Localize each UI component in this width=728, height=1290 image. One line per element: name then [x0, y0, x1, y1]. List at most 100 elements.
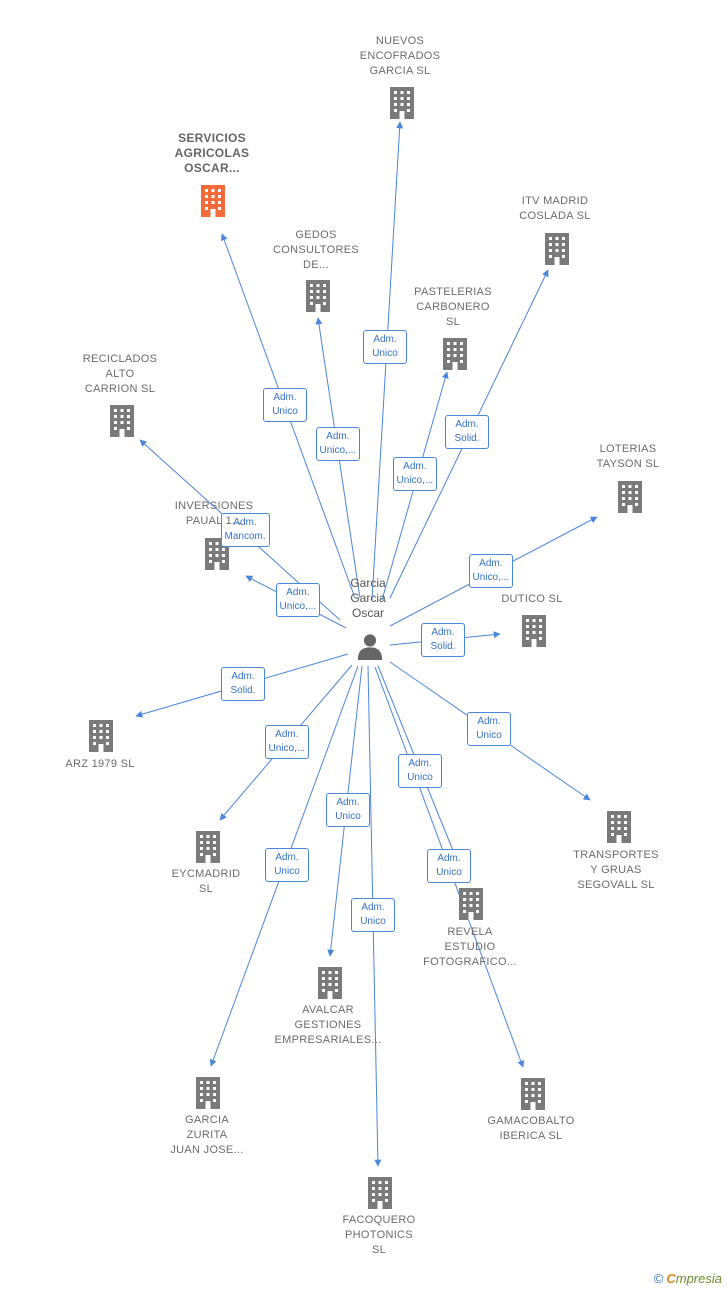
- company-label-nuevos-line: ENCOFRADOS: [359, 49, 441, 62]
- edge-label-line: Adm.: [273, 392, 297, 403]
- building-icon[interactable]: [618, 481, 642, 513]
- building-icon[interactable]: [390, 87, 414, 119]
- company-label-reciclados-line: ALTO: [105, 367, 135, 380]
- edge-label-servicios[interactable]: Adm. Unico: [263, 388, 307, 422]
- company-label-facoquero-line: FACOQUERO: [342, 1213, 416, 1226]
- company-label-arz-line: ARZ 1979 SL: [65, 757, 135, 770]
- company-label-gamacobalto-line: GAMACOBALTO: [487, 1115, 575, 1127]
- edge-label-gamacobalto[interactable]: Adm. Unico: [427, 849, 471, 883]
- edge-label-line: Adm.: [326, 431, 350, 442]
- building-icon[interactable]: [306, 280, 330, 312]
- company-label-avalcar-line: AVALCAR: [302, 1003, 354, 1016]
- company-label-transportes-line: SEGOVALL SL: [577, 878, 655, 891]
- center-person-label-line: Oscar: [351, 605, 384, 620]
- building-icon[interactable]: [521, 1078, 545, 1110]
- building-icon[interactable]: [201, 185, 225, 217]
- edge-label-line: Adm.: [477, 716, 501, 727]
- company-label-loterias-line: TAYSON SL: [596, 458, 660, 470]
- building-icon[interactable]: [110, 405, 134, 437]
- edge-label-dutico[interactable]: Adm.Solid.: [421, 623, 465, 657]
- company-label-dutico-line: DUTICO SL: [501, 592, 563, 605]
- building-icon[interactable]: [459, 888, 483, 920]
- copyright-icon: ©: [653, 1271, 664, 1286]
- building-icon[interactable]: [318, 967, 342, 999]
- edge-label-line: Unico,...: [396, 475, 434, 486]
- edge-label-line: Adm.: [233, 517, 257, 528]
- company-label-facoquero-line: SL: [371, 1243, 387, 1256]
- edge-label-arz[interactable]: Adm.Solid.: [221, 667, 265, 701]
- edge-label-line: Unico: [436, 867, 462, 878]
- edge-label-line: Adm.: [286, 587, 310, 598]
- company-label-servicios-line: OSCAR...: [184, 160, 240, 175]
- company-label-reciclados-line: RECICLADOS: [82, 352, 158, 365]
- edge-label-line: Adm.: [437, 853, 461, 864]
- company-label-inversiones-line: PAUAL 1...: [185, 515, 243, 527]
- building-icon[interactable]: [368, 1177, 392, 1209]
- edge-label-garcia_zurita[interactable]: Adm. Unico: [265, 848, 309, 882]
- edge-label-line: Adm.: [275, 852, 299, 863]
- edge-label-line: Solid.: [454, 433, 480, 444]
- building-icon[interactable]: [89, 720, 113, 752]
- brand-initial: C: [666, 1271, 676, 1286]
- building-icon[interactable]: [522, 615, 546, 647]
- brand-name: mpresia: [675, 1271, 722, 1286]
- company-label-facoquero: FACOQUERO PHOTONICS SL: [309, 1213, 449, 1258]
- edge-label-avalcar[interactable]: Adm.Unico: [326, 793, 370, 827]
- edge-label-line: Adm.: [361, 902, 385, 913]
- edge-label-nuevos[interactable]: Adm.Unico: [363, 330, 407, 364]
- edge-label-eycmadrid[interactable]: Adm.Unico,...: [264, 725, 310, 759]
- company-label-dutico: DUTICO SL: [462, 592, 602, 607]
- center-person-label-line: Garcia: [350, 575, 386, 590]
- edge-label-line: Unico: [360, 916, 386, 927]
- company-label-transportes: TRANSPORTES Y GRUAS SEGOVALL SL: [546, 848, 686, 893]
- edge-label-pastelerias[interactable]: Adm.Unico,...: [392, 457, 438, 491]
- company-label-loterias-line: LOTERIAS: [599, 443, 657, 455]
- building-icon[interactable]: [196, 831, 220, 863]
- company-label-facoquero-line: PHOTONICS: [345, 1228, 413, 1241]
- edge-label-gedos[interactable]: Adm. Unico,...: [315, 427, 361, 461]
- edge-label-reciclados[interactable]: Adm.Mancom.: [220, 513, 270, 547]
- company-label-reciclados-line: CARRION SL: [84, 382, 156, 395]
- company-label-gedos-line: CONSULTORES: [272, 243, 360, 256]
- company-label-transportes-line: Y GRUAS: [590, 863, 642, 876]
- edge-label-inversiones[interactable]: Adm.Unico,...: [275, 583, 321, 617]
- company-label-revela-line: REVELA: [447, 925, 493, 938]
- edge-label-line: Unico: [272, 406, 298, 417]
- edge-label-loterias[interactable]: Adm.Unico,...: [468, 554, 514, 588]
- edge-label-line: Adm.: [231, 671, 255, 682]
- company-label-transportes-line: TRANSPORTES: [573, 848, 659, 861]
- edge-label-facoquero[interactable]: Adm. Unico: [351, 898, 395, 932]
- edge-label-line: Adm.: [455, 419, 479, 430]
- edge-label-itv[interactable]: Adm. Solid.: [445, 415, 489, 449]
- company-label-itv-line: ITV MADRID: [521, 195, 589, 207]
- company-label-nuevos-line: GARCIA SL: [369, 64, 431, 77]
- company-label-itv: ITV MADRID COSLADA SL: [485, 194, 625, 224]
- building-icon[interactable]: [545, 233, 569, 265]
- company-label-pastelerias-line: CARBONERO: [416, 300, 490, 313]
- building-icon[interactable]: [196, 1077, 220, 1109]
- company-label-pastelerias-line: PASTELERIAS: [414, 285, 492, 298]
- person-icon[interactable]: [357, 634, 383, 660]
- building-icon[interactable]: [607, 811, 631, 843]
- company-label-eycmadrid-line: EYCMADRID: [171, 868, 241, 880]
- edge-label-line: Unico: [274, 866, 300, 877]
- company-label-garcia_zurita-line: JUAN JOSE...: [170, 1143, 244, 1156]
- company-label-itv-line: COSLADA SL: [519, 210, 591, 222]
- building-icon[interactable]: [443, 338, 467, 370]
- edge-label-line: Unico,...: [319, 445, 357, 456]
- center-person-label-line: Garcia: [350, 590, 386, 605]
- edge-label-transportes[interactable]: Adm.Unico: [467, 712, 511, 746]
- edge-label-line: Adm.: [408, 758, 432, 769]
- edge-label-line: Adm.: [431, 627, 455, 638]
- edge-label-revela[interactable]: Adm.Unico: [398, 754, 442, 788]
- company-label-avalcar-line: EMPRESARIALES...: [274, 1033, 382, 1046]
- company-label-garcia_zurita-line: ZURITA: [186, 1128, 228, 1141]
